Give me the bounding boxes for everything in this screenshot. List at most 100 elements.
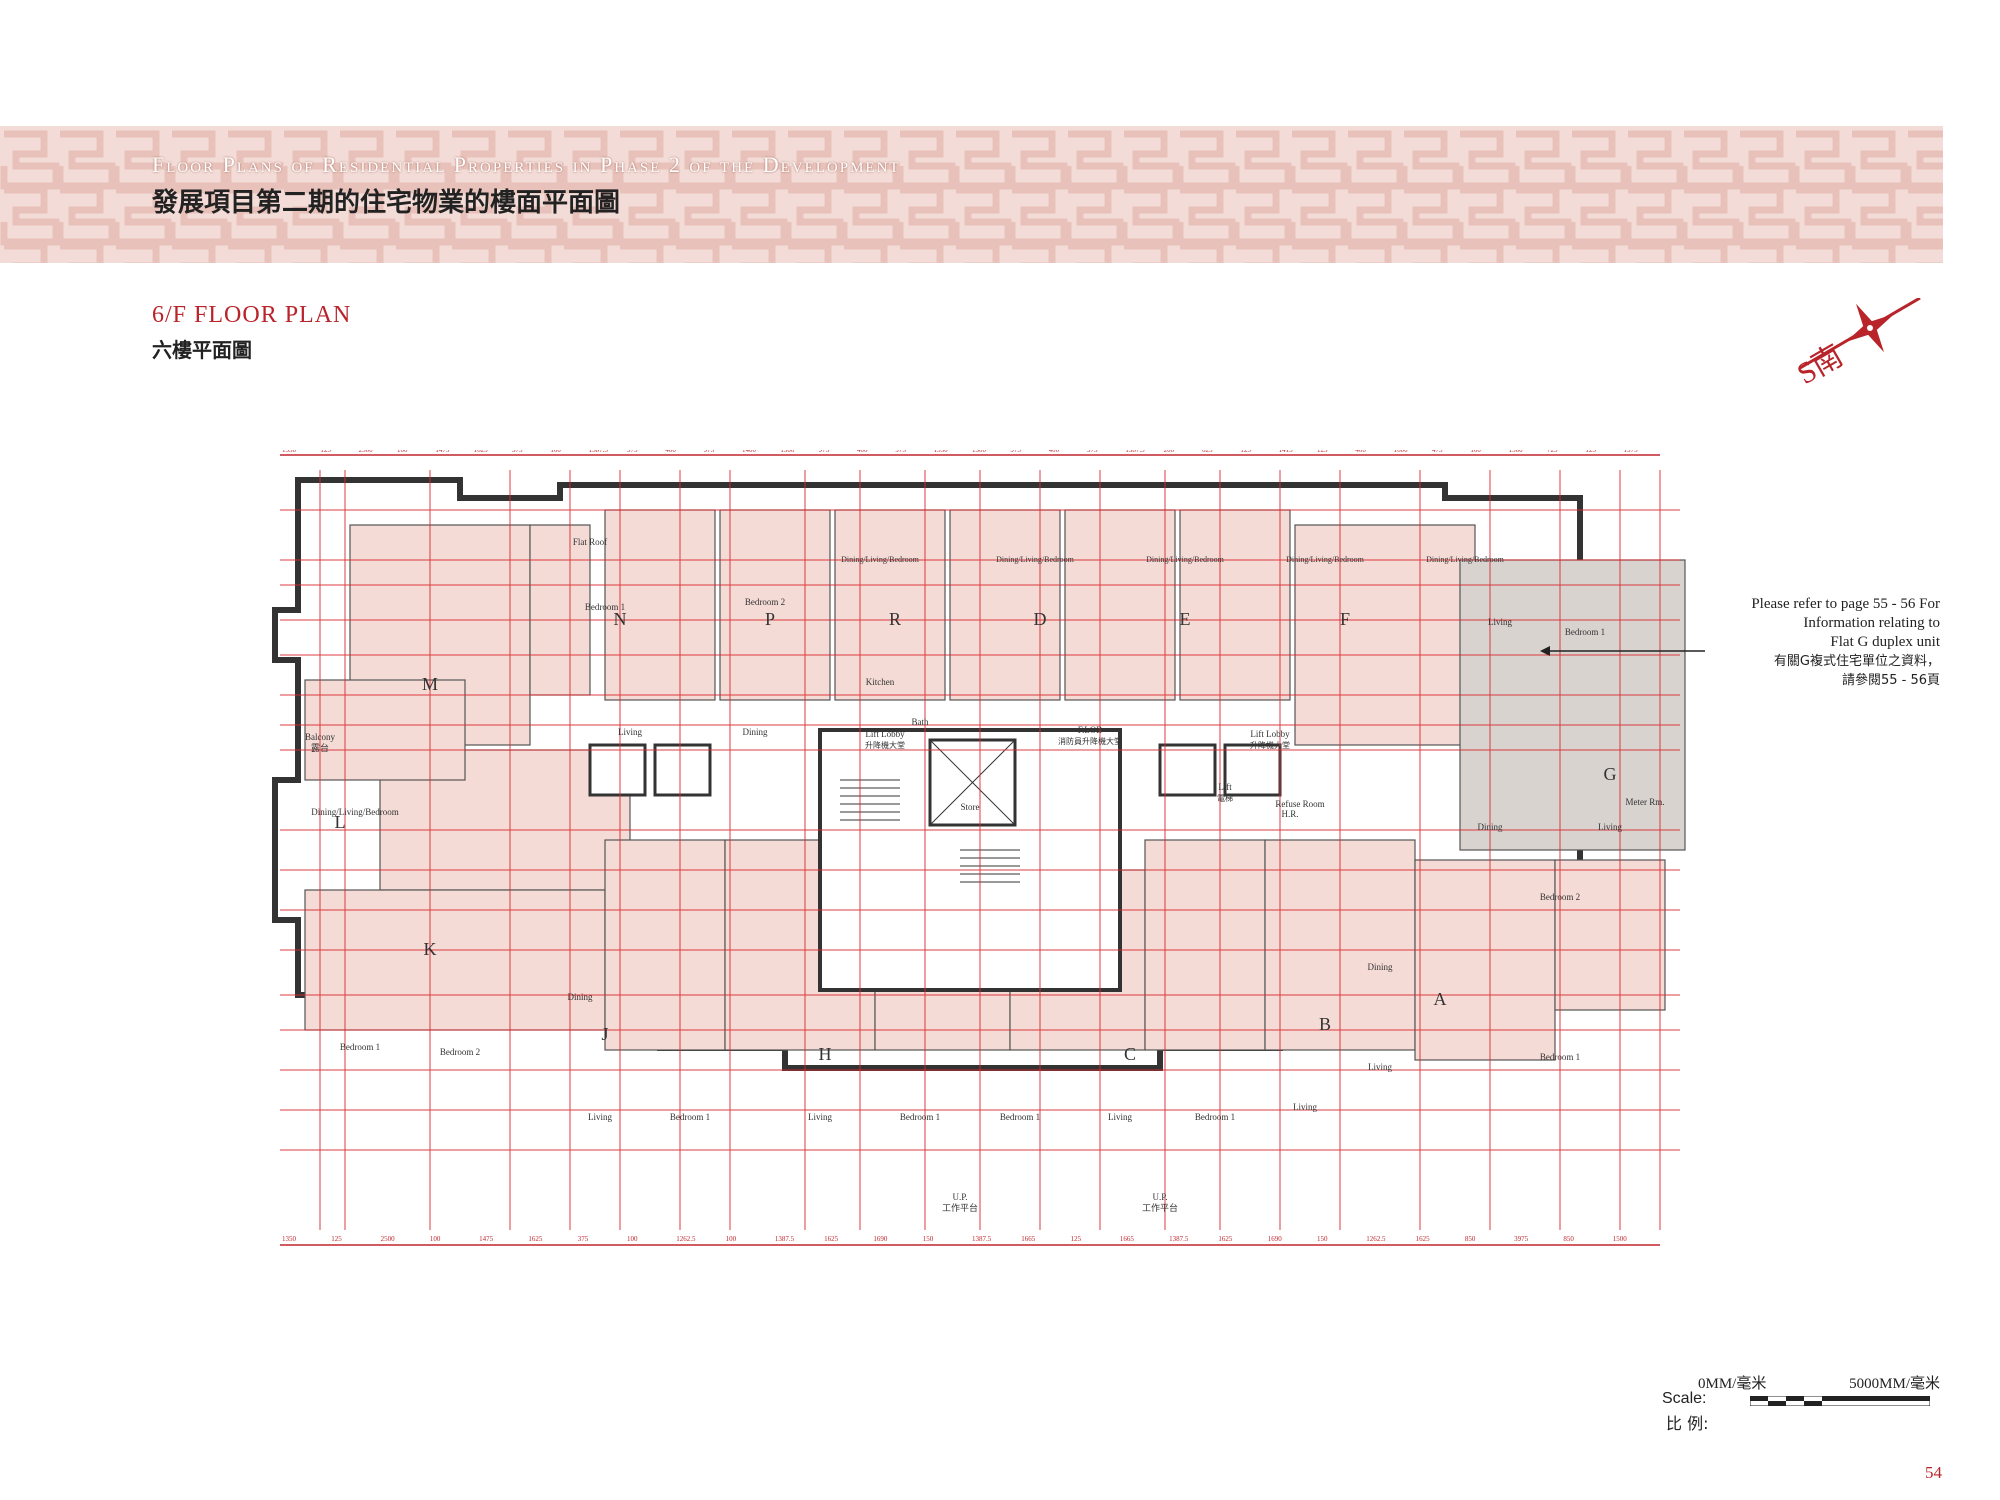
banner-fret-motif — [228, 242, 272, 263]
page-title-zh: 發展項目第二期的住宅物業的樓面平面圖 — [152, 188, 621, 218]
bedroom1-label-m: Bedroom 1 — [585, 602, 625, 612]
lift-lobby-right-label: Lift Lobby — [1250, 729, 1290, 739]
note-line-zh-2: 請參閱55 - 56頁 — [1841, 673, 1940, 688]
dimension-label: 1387.5 — [972, 1235, 992, 1243]
banner-fret-motif — [896, 130, 956, 190]
dining-label-m: Dining — [742, 727, 768, 737]
banner-fret-motif — [340, 242, 384, 263]
room-area — [1144, 839, 1266, 1051]
banner-fret-motif — [672, 186, 732, 246]
dimension-label: 1415 — [1279, 450, 1294, 454]
room-area — [604, 839, 726, 1051]
banner-fret-motif — [952, 130, 1012, 190]
banner-fret-motif — [1232, 130, 1292, 190]
room-area — [604, 509, 716, 701]
flat-letter-a: A — [1434, 989, 1447, 1009]
room-area — [1554, 859, 1666, 1011]
flat-letter-c: C — [1124, 1044, 1136, 1064]
dining-living-bedroom-label-p: Dining/Living/Bedroom — [996, 555, 1075, 564]
dimension-label: 400 — [1049, 450, 1060, 454]
flat-g-area — [1459, 559, 1686, 851]
banner-fret-motif — [784, 186, 844, 246]
banner-fret-motif — [1908, 242, 1943, 263]
banner-fret-motif — [564, 242, 608, 263]
lift-label-zh: 電梯 — [1217, 793, 1233, 803]
bedroom1-label-c: Bedroom 1 — [1000, 1112, 1040, 1122]
banner-fret-motif — [168, 186, 228, 246]
central-core — [818, 728, 1122, 992]
living-label-j: Living — [588, 1112, 612, 1122]
banner-fret-motif — [396, 242, 440, 263]
banner-fret-motif — [1740, 242, 1784, 263]
banner-fret-motif — [1344, 130, 1404, 190]
bedroom1-label-f: Bedroom 1 — [1565, 627, 1605, 637]
dimension-label: 1600 — [1394, 450, 1409, 454]
dimension-label: 1475 — [479, 1235, 494, 1243]
note-arrow-icon — [1540, 646, 1705, 656]
living-label-h: Living — [808, 1112, 832, 1122]
dimension-label: 1500 — [1613, 1235, 1628, 1243]
dimension-label: 100 — [726, 1235, 737, 1243]
dimension-label: 1690 — [1268, 1235, 1283, 1243]
dimension-label: 125 — [1071, 1235, 1082, 1243]
dimension-label: 975 — [895, 450, 906, 454]
banner-fret-motif — [1684, 242, 1728, 263]
banner-fret-motif — [676, 242, 720, 263]
banner-fret-motif — [1516, 242, 1560, 263]
dimension-label: 1625 — [824, 1235, 839, 1243]
banner-fret-motif — [1568, 186, 1628, 246]
banner-fret-motif — [1120, 186, 1180, 246]
fireman-lobby-label-zh: 消防員升降機大堂 — [1058, 736, 1122, 746]
bath-label-n: Bath — [912, 717, 929, 727]
section-title-zh: 六樓平面圖 — [152, 338, 252, 362]
lift-lobby-left-label: Lift Lobby — [865, 729, 905, 739]
dimension-label: 475 — [1432, 450, 1443, 454]
banner-fret-motif — [1292, 242, 1336, 263]
banner-fret-motif — [1064, 186, 1124, 246]
scale-end-label: 5000MM/毫米 — [1849, 1376, 1940, 1392]
living-label-m: Living — [618, 727, 642, 737]
banner-fret-motif — [392, 130, 452, 190]
banner-fret-motif — [392, 186, 452, 246]
dimension-label: 850 — [1465, 1235, 1476, 1243]
banner-fret-motif — [1736, 130, 1796, 190]
flat-letter-f: F — [1340, 609, 1350, 629]
banner-fret-motif — [504, 186, 564, 246]
scale-label-zh: 比 例: — [1666, 1414, 1709, 1433]
dining-label-a: Dining — [1367, 962, 1393, 972]
scale-start-label: 0MM/毫米 — [1698, 1376, 1767, 1392]
banner-fret-motif — [1232, 186, 1292, 246]
dimension-label: 1300 — [780, 450, 795, 454]
dimension-label: 375 — [512, 450, 523, 454]
room-area — [304, 889, 606, 1031]
banner-fret-motif — [1236, 242, 1280, 263]
banner-fret-motif — [1404, 242, 1448, 263]
dimension-label: 975 — [819, 450, 830, 454]
store-label: Store — [961, 802, 980, 812]
banner-fret-motif — [616, 186, 676, 246]
dimension-label: 150 — [1317, 1235, 1328, 1243]
banner-fret-motif — [508, 242, 552, 263]
dimension-label: 100 — [627, 1235, 638, 1243]
dining-label-j: Dining — [567, 992, 593, 1002]
banner-fret-motif — [336, 186, 396, 246]
banner-fret-motif — [732, 242, 776, 263]
dimension-label: 975 — [704, 450, 715, 454]
banner-fret-motif — [1680, 186, 1740, 246]
dimension-label: 400 — [665, 450, 676, 454]
dimension-label: 725 — [1547, 450, 1558, 454]
flat-letter-m: M — [422, 674, 438, 694]
banner-fret-motif — [116, 242, 160, 263]
note-line-en-1: Please refer to page 55 - 56 For — [1751, 596, 1940, 612]
banner-fret-motif — [1176, 130, 1236, 190]
dining-living-bedroom-label-r: Dining/Living/Bedroom — [1146, 555, 1225, 564]
banner-fret-motif — [1904, 186, 1943, 246]
meter-room-label: Meter Rm. — [1626, 797, 1665, 807]
lift-label: Lift — [1218, 782, 1232, 792]
room-area — [1064, 509, 1176, 701]
banner-fret-motif — [840, 186, 900, 246]
flat-letter-r: R — [889, 609, 901, 629]
banner-fret-motif — [1624, 186, 1684, 246]
